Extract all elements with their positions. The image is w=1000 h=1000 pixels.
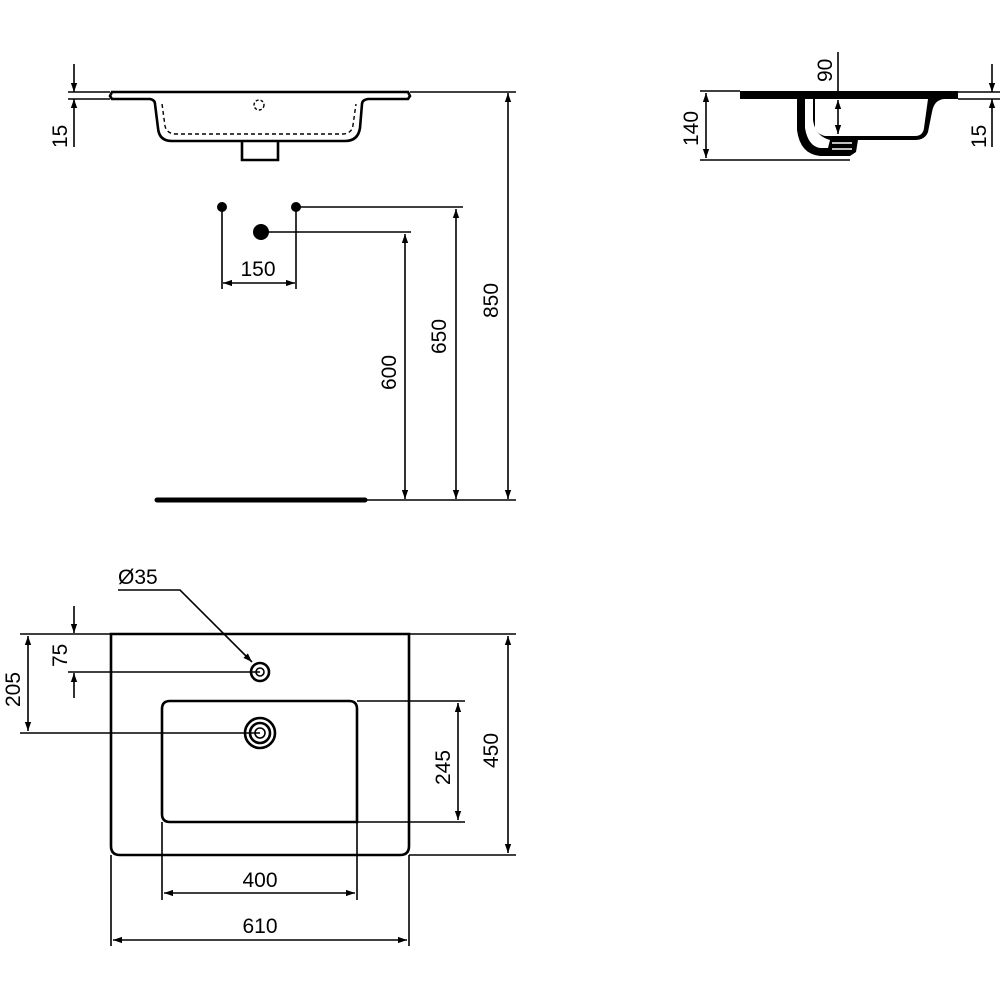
front-view: 15 850 150 650 600 <box>49 64 516 503</box>
dim-bowl-depth: 90 <box>814 59 837 82</box>
dim-rim-thickness: 15 <box>49 125 72 148</box>
basin-elevation <box>108 90 412 143</box>
dim-overall-width: 610 <box>242 915 277 938</box>
dim-overall-depth-plan: 450 <box>480 733 503 768</box>
side-view: 140 90 15 <box>680 52 1000 161</box>
overflow-icon <box>253 99 265 111</box>
waste-outlet <box>240 141 280 162</box>
dim-bowl-width: 400 <box>242 869 277 892</box>
dim-overall-depth: 140 <box>680 111 703 146</box>
plan-view: Ø35 75 205 245 450 400 610 <box>2 566 516 946</box>
dim-tap-hole-diameter: Ø35 <box>118 566 158 589</box>
bowl-outline <box>160 699 359 824</box>
dim-waste-height: 600 <box>378 355 401 390</box>
dim-tap-height: 650 <box>428 319 451 354</box>
dim-tap-hole-offset: 75 <box>49 644 72 667</box>
dim-side-rim-thickness: 15 <box>968 125 991 148</box>
dim-waste-offset: 205 <box>2 672 25 707</box>
dim-tap-spacing: 150 <box>240 258 275 281</box>
dim-bowl-depth-plan: 245 <box>432 750 455 785</box>
basin-outline <box>109 632 411 857</box>
dim-rim-height: 850 <box>480 283 503 318</box>
